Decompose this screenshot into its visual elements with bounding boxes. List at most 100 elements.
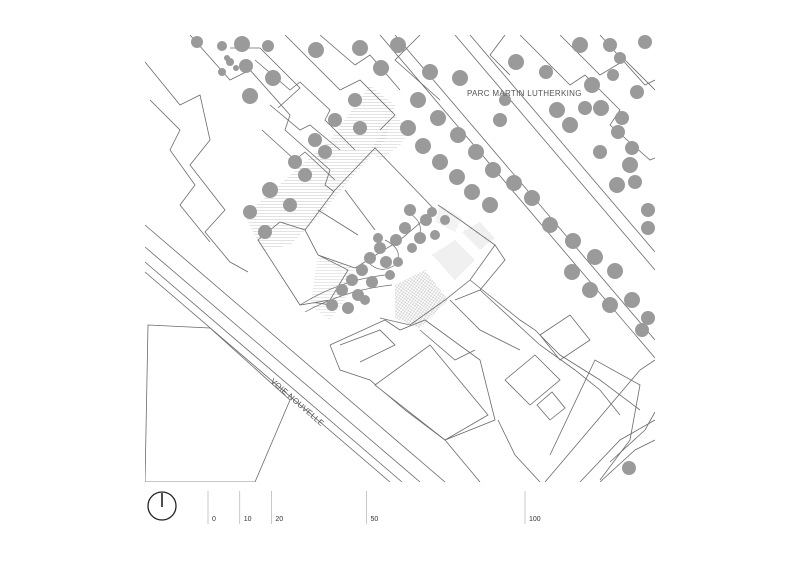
tree-icon [217,41,227,51]
tree-icon [239,59,253,73]
tree-icon [593,100,609,116]
tree-icon [565,233,581,249]
tree-icon [539,65,553,79]
tree-icon [549,102,565,118]
tree-icon [352,40,368,56]
tree-icon [404,204,416,216]
tree-icon [258,225,272,239]
tree-icon [288,155,302,169]
tree-icon [380,256,392,268]
tree-icon [242,88,258,104]
tree-icon [262,182,278,198]
tree-icon [393,257,403,267]
tree-icon [407,243,417,253]
tree-icon [614,52,626,64]
tree-icon [374,242,386,254]
tree-icon [410,92,426,108]
tree-icon [346,274,358,286]
road-voie-nouvelle [145,224,446,482]
tree-icon [587,249,603,265]
tree-icon [609,177,625,193]
tree-icon [234,36,250,52]
tree-icon [603,38,617,52]
tree-icon [336,284,348,296]
tree-icon [499,94,511,106]
tree-icon [468,144,484,160]
tree-icon [584,77,600,93]
tree-icon [452,70,468,86]
tree-icon [611,125,625,139]
tree-icon [308,133,322,147]
tree-icon [399,222,411,234]
tree-icon [308,42,324,58]
tree-icon [542,217,558,233]
tree-icon [326,299,338,311]
tree-icon [348,93,362,107]
tree-icon [373,233,383,243]
tree-icon [641,311,655,325]
tree-icon [635,323,649,337]
tree-icon [191,36,203,48]
tree-icon [353,121,367,135]
tree-icon [624,292,640,308]
tree-icon [366,276,378,288]
scale-tick-label: 20 [275,516,283,523]
tree-icon [564,264,580,280]
lower-blocks [145,299,541,482]
tree-icon [602,297,618,313]
tree-icon [641,203,655,217]
tree-icon [390,234,402,246]
park-label: PARC MARTIN LUTHERKING [467,89,582,98]
tree-icon [328,113,342,127]
scale-tick-label: 100 [529,516,541,523]
tree-icon [641,221,655,235]
tree-icon [578,101,592,115]
tree-icon [342,302,354,314]
tree-icon [422,64,438,80]
tree-icon [224,55,230,61]
tree-icon [385,270,395,280]
tree-icon [283,198,297,212]
tree-icon [265,70,281,86]
tree-icon [450,127,466,143]
trees-layer [191,35,655,475]
tree-icon [622,157,638,173]
tree-icon [218,68,226,76]
tree-icon [493,113,507,127]
tree-icon [638,35,652,49]
tree-icon [562,117,578,133]
tree-icon [390,37,406,53]
tree-icon [524,190,540,206]
tree-icon [625,141,639,155]
tree-icon [572,37,588,53]
tree-icon [607,263,623,279]
tree-icon [360,295,370,305]
tree-icon [607,69,619,81]
tree-icon [430,110,446,126]
tree-icon [415,138,431,154]
tree-icon [430,230,440,240]
tree-icon [373,60,389,76]
tree-icon [630,85,644,99]
tree-icon [432,154,448,170]
scale-tick-label: 50 [371,516,379,523]
tree-icon [593,145,607,159]
tree-icon [440,215,450,225]
tree-icon [420,214,432,226]
tree-icon [615,111,629,125]
tree-icon [582,282,598,298]
tree-icon [243,205,257,219]
scale-tick-label: 0 [212,516,216,523]
north-arrow-icon [147,491,177,521]
tree-icon [318,145,332,159]
tree-icon [298,168,312,182]
tree-icon [449,169,465,185]
tree-icon [400,120,416,136]
tree-icon [485,162,501,178]
tree-icon [464,184,480,200]
map-linework [145,35,655,482]
tree-icon [364,252,376,264]
tree-icon [414,232,426,244]
tree-icon [356,264,368,276]
tree-icon [622,461,636,475]
